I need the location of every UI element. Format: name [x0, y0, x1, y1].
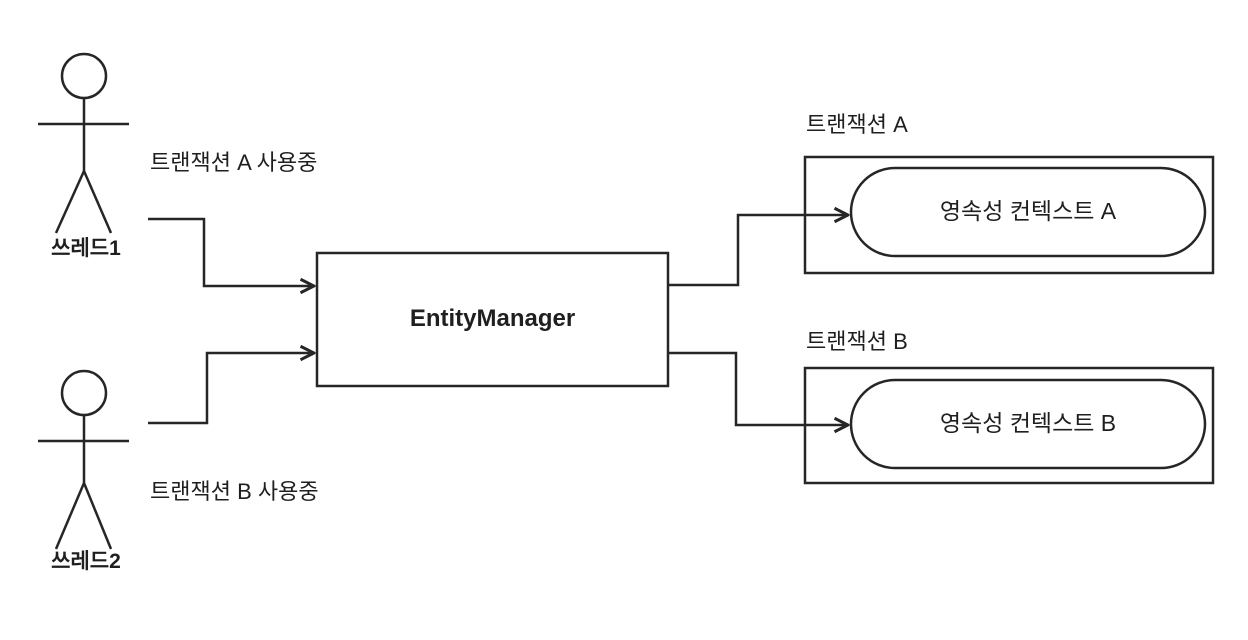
persistence-context-a-label: 영속성 컨텍스트 A	[939, 198, 1117, 225]
connector-thread2-to-entitymanager	[148, 353, 314, 425]
actor2-status-text: 트랜잭션 B 사용중	[150, 479, 319, 504]
actor1-head	[60, 52, 108, 100]
persistence-context-b-label: 영속성 컨텍스트 B	[939, 410, 1117, 437]
transaction-b-title: 트랜잭션 B	[806, 329, 908, 354]
connector-entitymanager-to-context-b	[668, 351, 848, 425]
entitymanager-box	[315, 251, 670, 388]
actor1-status-text: 트랜잭션 A 사용중	[150, 150, 318, 175]
actor-figure-thread1	[38, 52, 129, 234]
actor1-label: 쓰레드1	[51, 237, 121, 260]
actor1-leg-left	[54, 170, 86, 234]
persistence-context-a-pill	[849, 166, 1207, 258]
actor2-head	[60, 369, 108, 417]
connector-entitymanager-to-context-a	[668, 215, 848, 287]
actor2-leg-right	[82, 482, 113, 550]
persistence-context-b-pill	[849, 378, 1207, 470]
transaction-a-title: 트랜잭션 A	[806, 112, 908, 137]
actor2-label: 쓰레드2	[51, 550, 121, 573]
actor-figure-thread2	[38, 369, 129, 550]
entitymanager-label: EntityManager	[409, 305, 576, 333]
connector-thread1-to-entitymanager	[148, 217, 314, 286]
actor2-leg-left	[54, 482, 86, 550]
actor1-leg-right	[82, 170, 113, 234]
